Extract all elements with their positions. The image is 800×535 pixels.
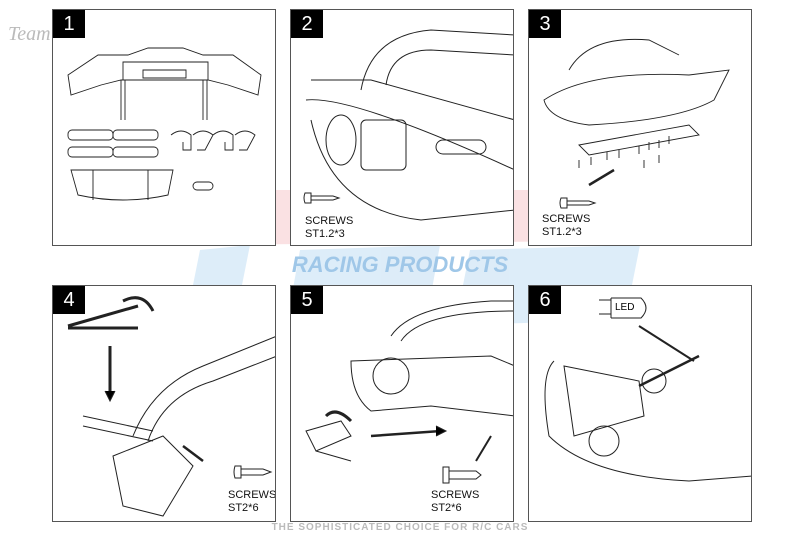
step-number: 2 bbox=[291, 10, 323, 38]
step-number: 5 bbox=[291, 286, 323, 314]
screw-label: SCREWS bbox=[305, 215, 354, 227]
light-bar-part bbox=[192, 181, 214, 191]
screw-icon bbox=[441, 466, 486, 484]
step-panel-3: 3 SCREWS ST1.2*3 bbox=[528, 9, 752, 246]
led-install-illustration bbox=[544, 297, 751, 482]
screw-spec-label: SCREWS ST2*6 bbox=[431, 489, 479, 515]
screw-icon bbox=[303, 190, 343, 206]
bumper-parts-illustration bbox=[67, 47, 262, 201]
screw-spec-label: SCREWS ST2*6 bbox=[228, 489, 276, 515]
screws-row bbox=[578, 136, 670, 168]
step-number: 1 bbox=[53, 10, 85, 38]
screw-spec: ST1.2*3 bbox=[542, 226, 582, 238]
screw-label: SCREWS bbox=[431, 489, 480, 501]
screw-spec-label: SCREWS ST1.2*3 bbox=[305, 215, 353, 241]
brackets bbox=[67, 129, 256, 158]
screw-label: SCREWS bbox=[228, 489, 276, 501]
bumper-closeup-illustration bbox=[305, 29, 513, 221]
screw-spec: ST2*6 bbox=[431, 502, 462, 514]
step-number: 4 bbox=[53, 286, 85, 314]
bracket-install-illustration bbox=[67, 296, 275, 517]
step-number: 6 bbox=[529, 286, 561, 314]
step-panel-6: 6 LED bbox=[528, 285, 752, 522]
bracket-mount-illustration bbox=[305, 300, 513, 462]
screw-spec: ST1.2*3 bbox=[305, 228, 345, 240]
screw-icon bbox=[559, 195, 599, 211]
screw-label: SCREWS bbox=[542, 213, 591, 225]
bumper-underside-illustration bbox=[543, 38, 730, 187]
skid-plate bbox=[70, 169, 174, 201]
step-number: 3 bbox=[529, 10, 561, 38]
screw-spec: ST2*6 bbox=[228, 502, 259, 514]
screw-spec-label: SCREWS ST1.2*3 bbox=[542, 213, 590, 239]
screw-icon bbox=[233, 464, 273, 480]
watermark-team-script: Team bbox=[8, 23, 51, 45]
watermark-tagline: THE SOPHISTICATED CHOICE FOR R/C CARS bbox=[272, 522, 529, 533]
step-panel-5: 5 SCREWS ST2*6 bbox=[290, 285, 514, 522]
step-panel-1: 1 bbox=[52, 9, 276, 246]
led-label: LED bbox=[615, 302, 635, 313]
step-panel-4: 4 SCREWS ST2*6 bbox=[52, 285, 276, 522]
watermark-subtitle: RACING PRODUCTS bbox=[292, 252, 509, 277]
step-panel-2: 2 SCREWS ST1.2*3 bbox=[290, 9, 514, 246]
bumper-front-view bbox=[67, 47, 262, 120]
